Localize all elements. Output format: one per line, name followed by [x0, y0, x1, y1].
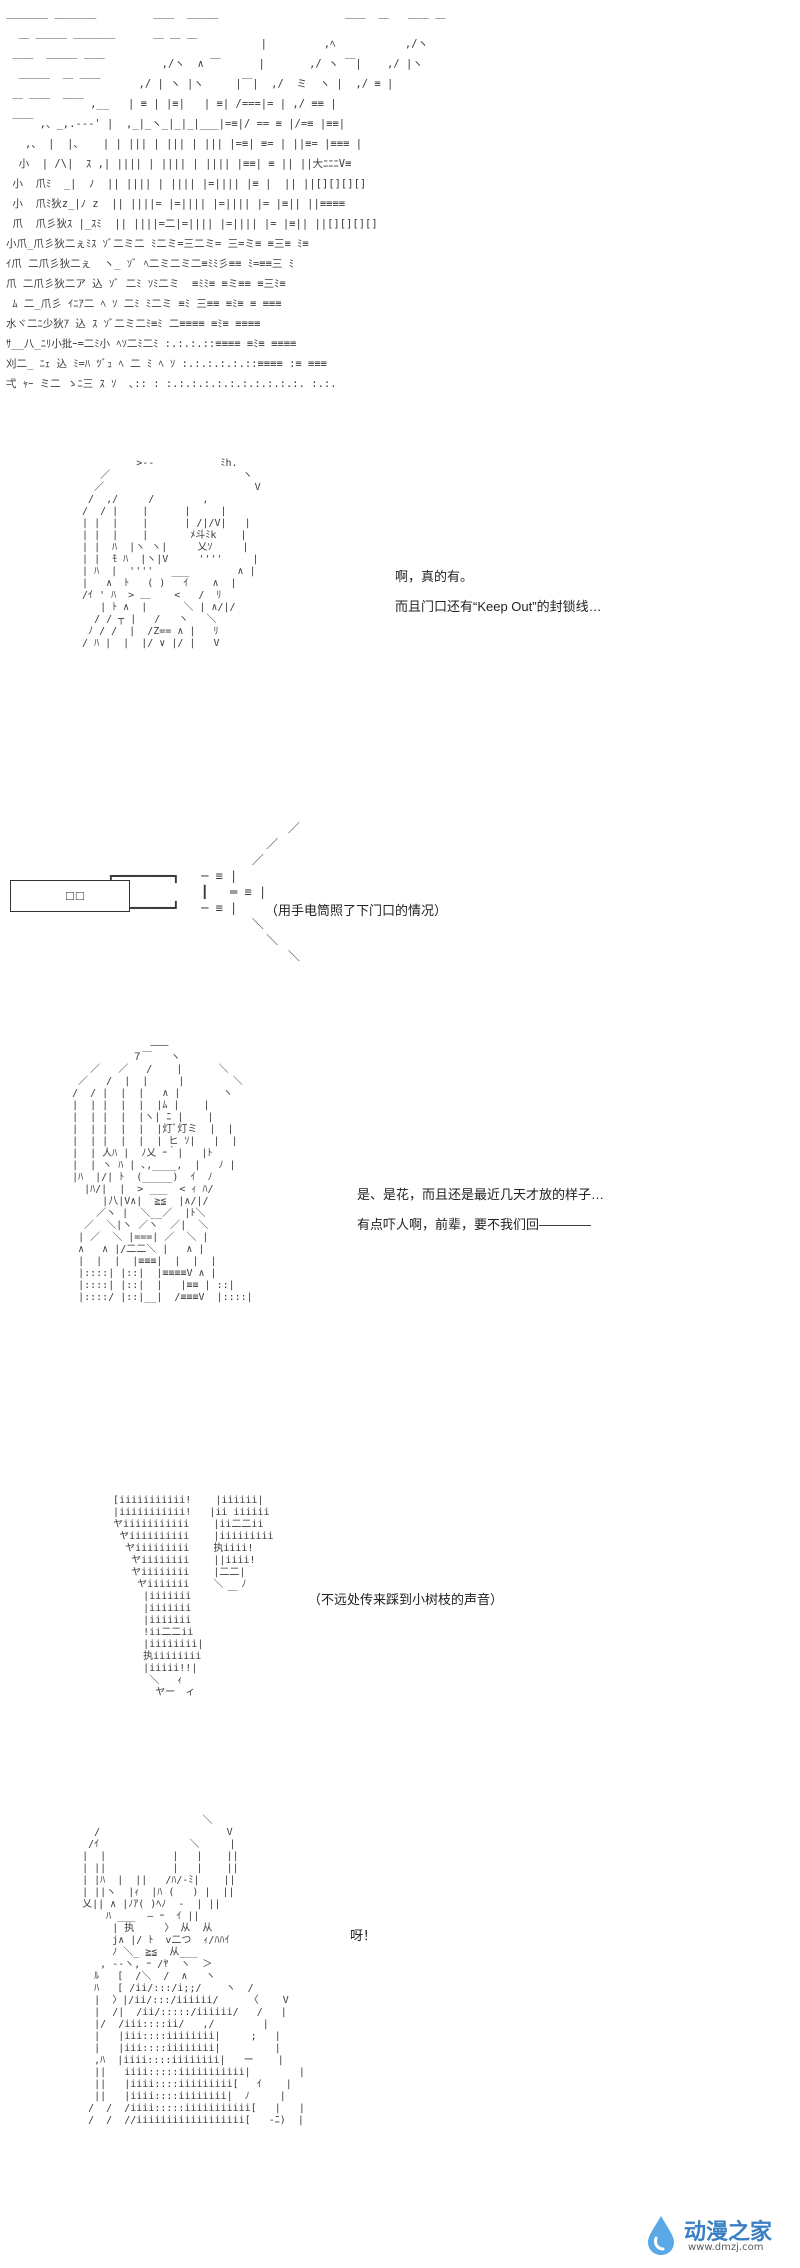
building-ascii-art: ￣￣￣￣ ￣￣￣￣ ￣￣ ￣￣￣ ￣￣ ￣ ￣￣ ￣ ￣ ￣￣￣ ￣￣￣￣ ￣ …: [6, 18, 446, 390]
panel-5-dialog: 呀！: [350, 1921, 376, 1951]
panel-3: ――― ７￣ ヽ ／ ／ / | ＼ ／ / | | | ＼ / / | | |…: [0, 1030, 800, 1450]
panel-1: >‐‐ ﾐh. ／ ヽ ／ V / ,/ / , / / | | | | | |…: [0, 440, 800, 790]
watermark-brand: 动漫之家: [684, 2220, 773, 2245]
panel-4: [iiiiiiiiiii! |iiiiii| |iiiiiiiiiii! |ii…: [0, 1485, 800, 1795]
flashlight-label: □□: [66, 888, 86, 903]
panel-4-caption: （不远处传来踩到小树枝的声音）: [308, 1592, 504, 1607]
panel-2-caption: （用手电筒照了下门口的情况）: [265, 903, 448, 918]
girl-3-ascii-art: ＼ / V /ｲ ＼ | | | | | || | || | | || | |ﾊ…: [82, 1815, 305, 2126]
girl-2-ascii-art: ――― ７￣ ヽ ／ ／ / | ＼ ／ / | | | ＼ / / | | |…: [72, 1040, 253, 1303]
dmzj-watermark: 动漫之家 www.dmzj.com: [644, 2212, 784, 2258]
panel-3-dialog: 是、是花，而且还是最近几天才放的样子… 有点吓人啊，前辈，要不我们回――――: [357, 1180, 604, 1240]
dialog-line: 呀！: [350, 1928, 377, 1943]
panel-1-dialog: 啊，真的有。 而且门口还有“Keep Out”的封锁线…: [395, 562, 602, 622]
dialog-line: 是、是花，而且还是最近几天才放的样子…: [357, 1187, 605, 1202]
legs-ascii-art: [iiiiiiiiiii! |iiiiii| |iiiiiiiiiii! |ii…: [113, 1495, 274, 1698]
dialog-line: 有点吓人啊，前辈，要不我们回――――: [357, 1217, 592, 1232]
girl-1-ascii-art: >‐‐ ﾐh. ／ ヽ ／ V / ,/ / , / / | | | | | |…: [82, 458, 261, 649]
flashlight-icon: □□: [10, 880, 130, 912]
water-drop-icon: [648, 2216, 674, 2255]
dialog-line: 啊，真的有。: [395, 569, 474, 584]
dialog-line: 而且门口还有“Keep Out”的封锁线…: [395, 599, 602, 614]
building-panel: ￣￣￣￣ ￣￣￣￣ ￣￣ ￣￣￣ ￣￣ ￣ ￣￣ ￣ ￣ ￣￣￣ ￣￣￣￣ ￣ …: [0, 0, 800, 430]
watermark-url: www.dmzj.com: [688, 2242, 764, 2253]
panel-5: ＼ / V /ｲ ＼ | | | | | || | || | | || | |ﾊ…: [0, 1815, 800, 2268]
